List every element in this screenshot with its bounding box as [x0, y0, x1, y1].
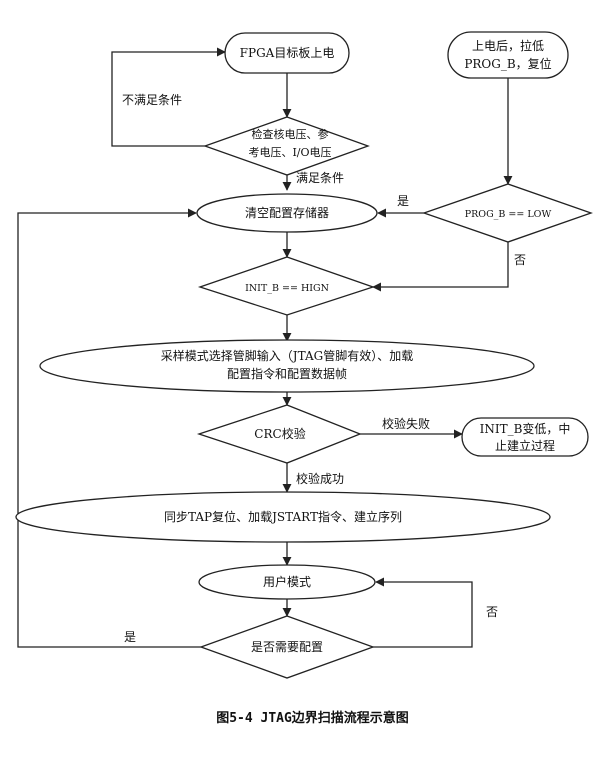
- edge-progb-no-to-initb: [372, 242, 509, 292]
- node-crc-check-label: CRC校验: [254, 426, 305, 441]
- node-prog-b-low: PROG_B == LOW: [422, 183, 593, 243]
- node-power-on: FPGA目标板上电: [224, 32, 350, 74]
- label-not-satisfied: 不满足条件: [122, 93, 182, 107]
- node-need-config: 是否需要配置: [199, 615, 375, 679]
- node-clear-config-label: 清空配置存储器: [245, 205, 329, 220]
- label-yes-prog: 是: [397, 194, 409, 208]
- node-init-low-label-1: INIT_B变低，中: [480, 421, 571, 436]
- edge-not-satisfied-loop: [111, 47, 226, 147]
- label-crc-ok: 校验成功: [296, 471, 344, 486]
- node-init-low: INIT_B变低，中 止建立过程: [461, 417, 589, 457]
- node-power-on-label: FPGA目标板上电: [240, 46, 335, 60]
- label-no-config: 否: [486, 605, 498, 619]
- node-clear-config: 清空配置存储器: [196, 193, 378, 233]
- node-sync-tap-label: 同步TAP复位、加载JSTART指令、建立序列: [164, 509, 402, 524]
- node-init-low-label-2: 止建立过程: [495, 438, 555, 453]
- node-check-label-1: 检查核电压、参: [252, 127, 329, 141]
- node-pull-low-label-1: 上电后，拉低: [472, 38, 544, 53]
- node-sample-label-2: 配置指令和配置数据帧: [227, 366, 347, 381]
- node-sample-mode: 采样模式选择管脚输入（JTAG管脚有效）、加载 配置指令和配置数据帧: [39, 339, 535, 393]
- node-init-b-high: INIT_B == HIGN: [197, 256, 376, 316]
- node-init-b-high-label: INIT_B == HIGN: [245, 283, 329, 294]
- node-crc-check: CRC校验: [196, 404, 362, 464]
- label-crc-fail: 校验失败: [382, 416, 430, 431]
- flowchart: FPGA目标板上电 上电后，拉低 PROG_B，复位 检查核电压、参 考电压、I…: [15, 31, 593, 679]
- label-satisfied: 满足条件: [296, 171, 344, 185]
- node-check-voltage: 检查核电压、参 考电压、I/O电压: [203, 116, 370, 176]
- edge-no-config-loop: [373, 577, 473, 648]
- figure-caption: 图5-4 JTAG边界扫描流程示意图: [216, 711, 409, 726]
- edge-yes-config-loop: [17, 208, 201, 648]
- node-pull-low-label-2: PROG_B，复位: [464, 56, 551, 71]
- label-yes-config: 是: [124, 630, 136, 644]
- node-pull-low: 上电后，拉低 PROG_B，复位: [447, 31, 569, 79]
- node-need-config-label: 是否需要配置: [251, 640, 323, 654]
- node-check-label-2: 考电压、I/O电压: [248, 146, 331, 159]
- node-sample-label-1: 采样模式选择管脚输入（JTAG管脚有效）、加载: [161, 348, 413, 363]
- node-user-mode-label: 用户模式: [263, 574, 311, 589]
- node-prog-b-low-label: PROG_B == LOW: [465, 209, 552, 220]
- node-sync-tap: 同步TAP复位、加载JSTART指令、建立序列: [15, 491, 551, 543]
- edges: [17, 47, 513, 648]
- node-user-mode: 用户模式: [198, 564, 376, 600]
- label-no-prog: 否: [514, 253, 526, 267]
- edge-labels: 不满足条件 满足条件 是 否 校验失败 校验成功 否 是: [122, 93, 526, 644]
